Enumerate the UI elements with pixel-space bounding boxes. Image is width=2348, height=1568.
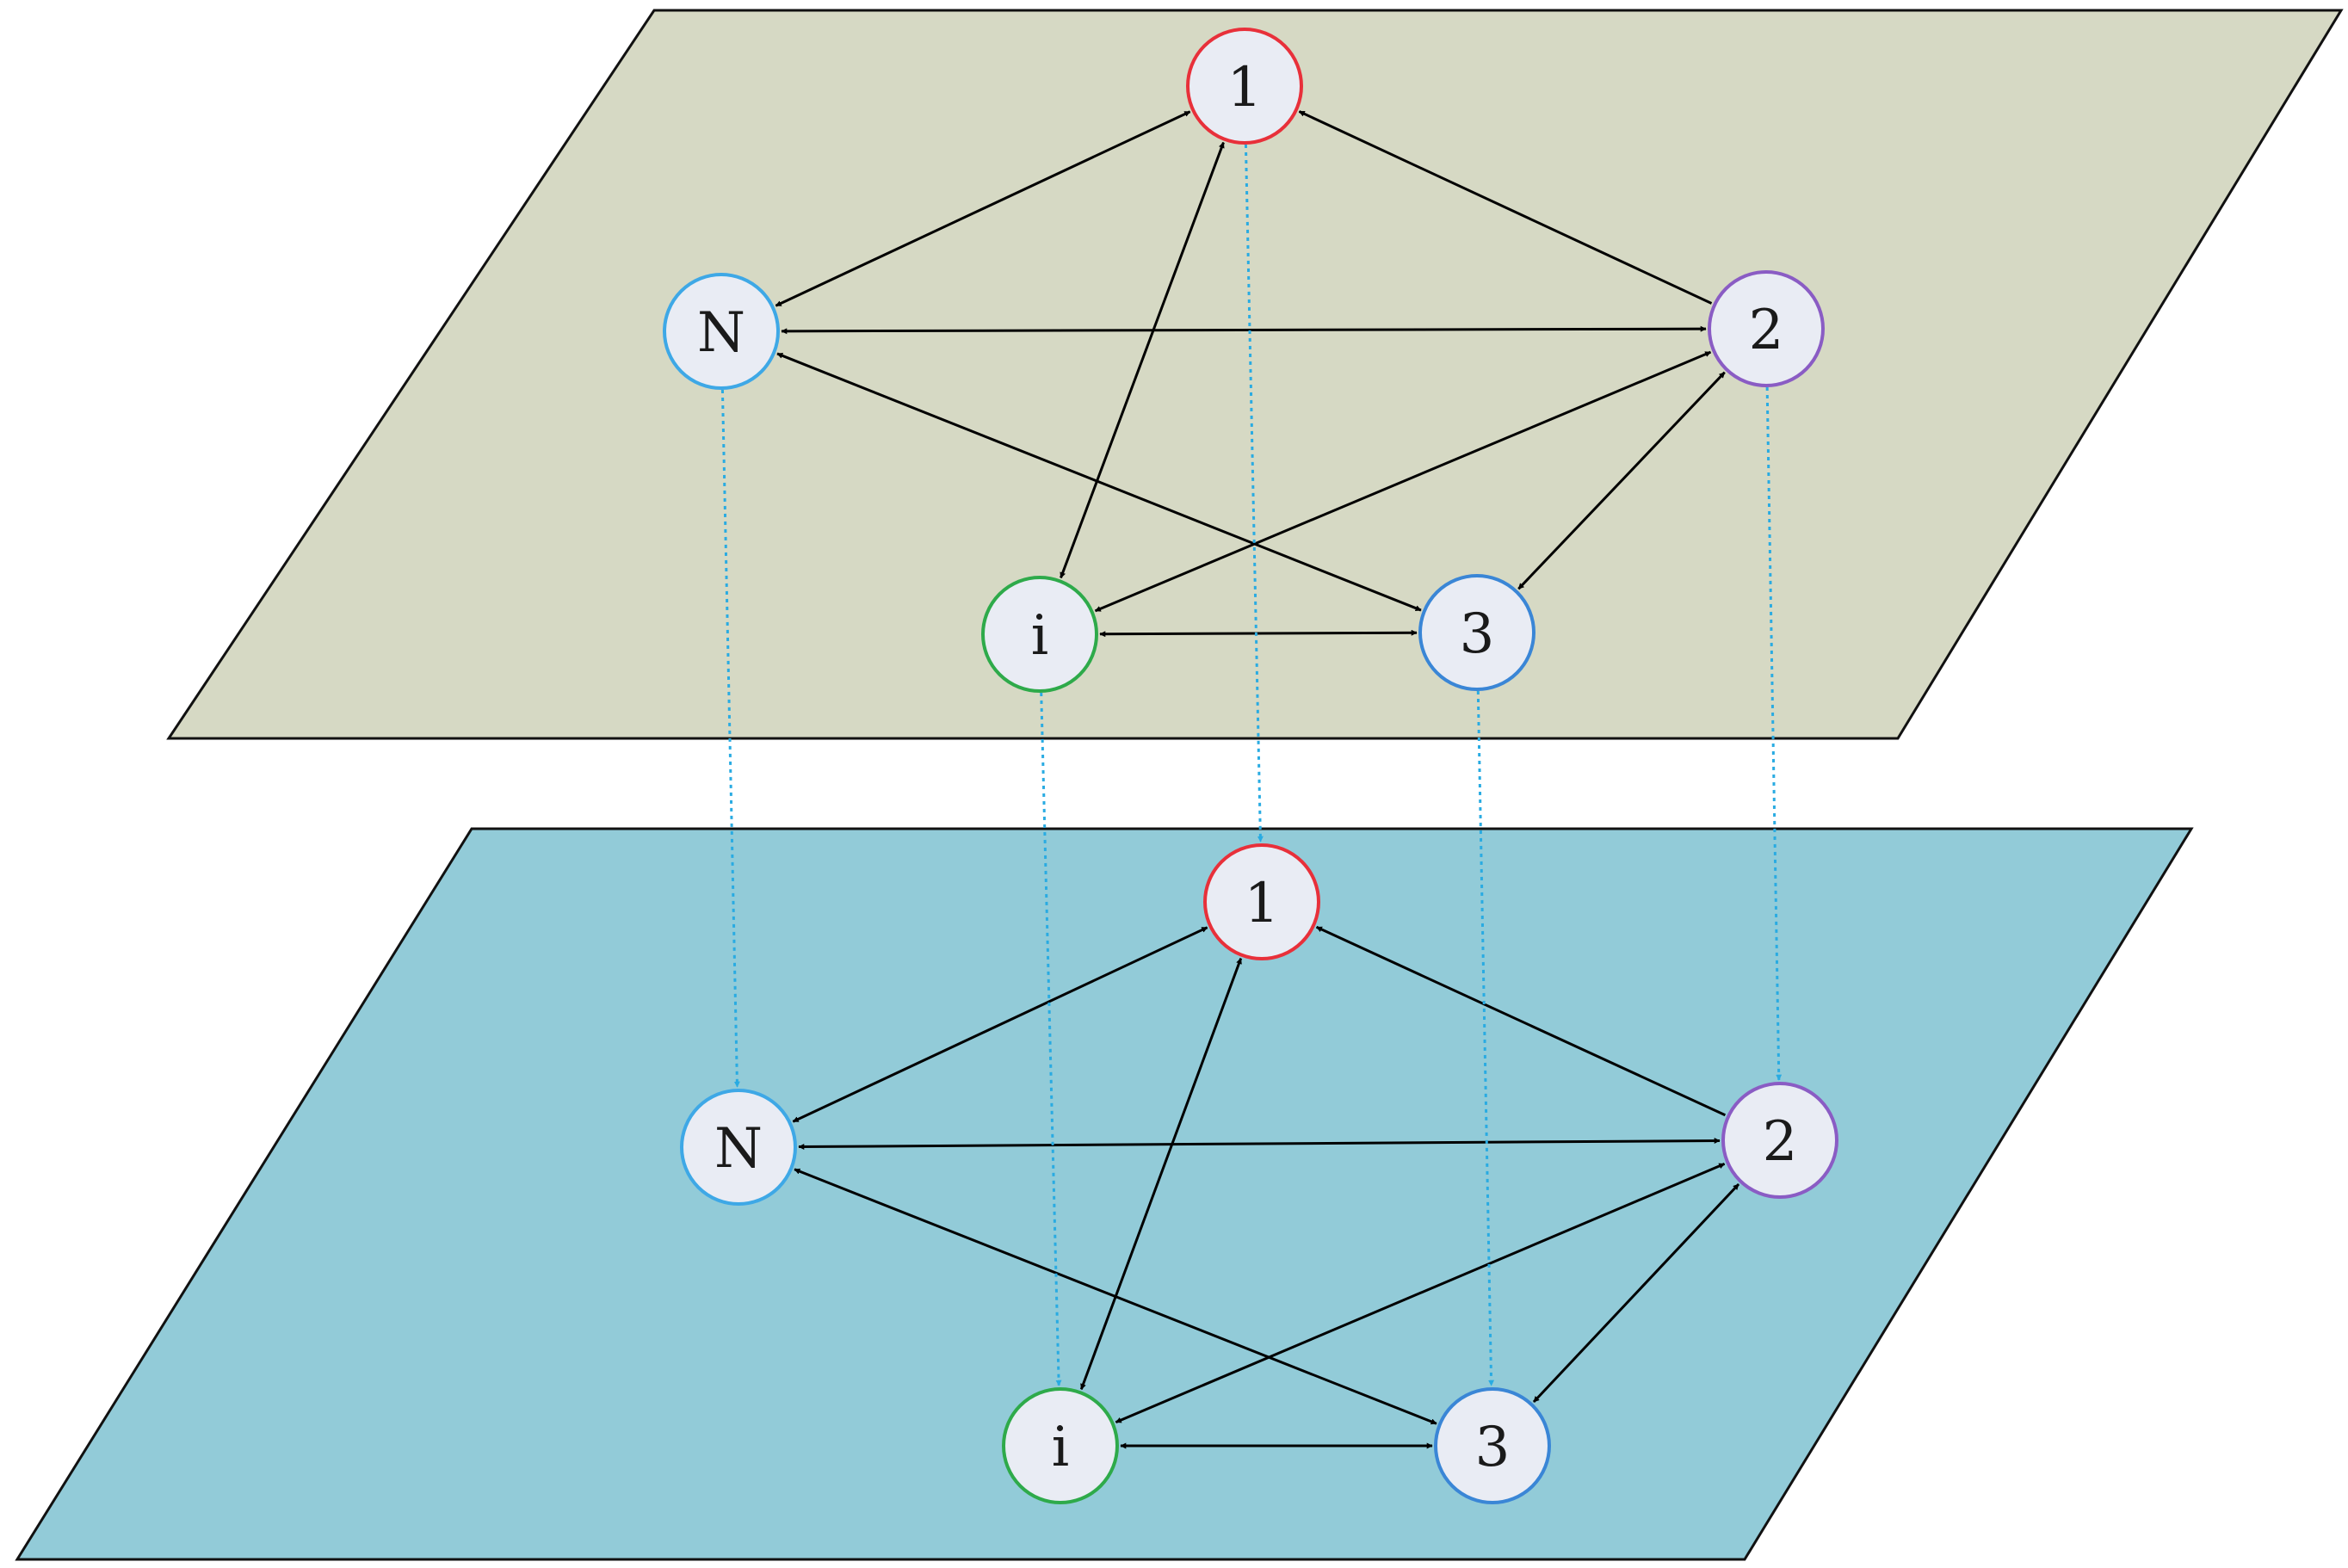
lower-node-N-label: N [714, 1117, 763, 1181]
upper-edge-N-2 [781, 325, 1707, 335]
lower-node-1: 1 [1203, 843, 1320, 960]
upper-node-3: 3 [1418, 574, 1535, 691]
lower-node-2: 2 [1721, 1082, 1838, 1199]
lower-node-i: i [1002, 1387, 1119, 1504]
lower-node-i-circle [1002, 1387, 1119, 1504]
lower-node-2-label: 2 [1763, 1110, 1798, 1174]
upper-node-i: i [981, 576, 1098, 693]
intralayer-edges [775, 110, 1740, 1449]
upper-node-3-circle [1418, 574, 1535, 691]
lower-node-N: N [680, 1089, 797, 1206]
upper-node-N-label: N [697, 301, 745, 365]
upper-node-3-label: 3 [1460, 602, 1495, 666]
upper-node-N: N [663, 273, 780, 390]
interlayer-edge-N [720, 389, 740, 1088]
upper-node-i-label: i [1031, 604, 1048, 668]
lower-node-3: 3 [1434, 1387, 1551, 1504]
upper-edge-3-2 [1517, 371, 1726, 590]
lower-node-N-circle [680, 1089, 797, 1206]
lower-node-3-circle [1434, 1387, 1551, 1504]
interlayer-edges [720, 144, 1783, 1386]
lower-node-2-circle [1721, 1082, 1838, 1199]
upper-node-N-circle [663, 273, 780, 390]
lower-edge-N-2 [798, 1138, 1721, 1150]
interlayer-edge-1 [1244, 144, 1264, 843]
upper-edge-2-1 [1298, 110, 1713, 305]
lower-node-1-label: 1 [1245, 872, 1280, 935]
lower-edge-3-2 [1532, 1182, 1740, 1404]
upper-node-1-circle [1186, 28, 1303, 145]
upper-node-2-label: 2 [1749, 299, 1784, 362]
lower-node-3-label: 3 [1475, 1416, 1511, 1479]
upper-node-2-circle [1708, 270, 1825, 387]
lower-node-1-circle [1203, 843, 1320, 960]
upper-node-i-circle [981, 576, 1098, 693]
upper-node-1-label: 1 [1227, 56, 1263, 120]
upper-node-1: 1 [1186, 28, 1303, 145]
layer-planes [15, 9, 2344, 1561]
lower-node-i-label: i [1052, 1416, 1069, 1479]
lower-edge-2-1 [1315, 925, 1727, 1117]
upper-node-2: 2 [1708, 270, 1825, 387]
